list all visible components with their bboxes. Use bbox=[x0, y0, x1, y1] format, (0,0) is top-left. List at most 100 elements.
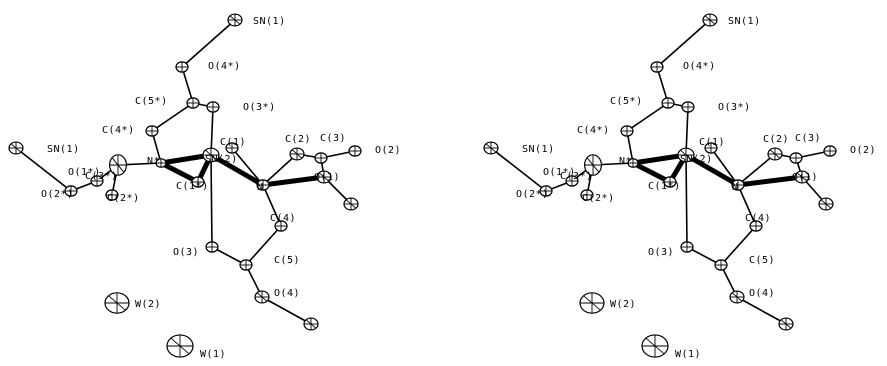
right-atom-o3 bbox=[680, 241, 694, 253]
right-label-c4: C(4) bbox=[745, 213, 771, 224]
right-bond-n-o1 bbox=[737, 174, 803, 188]
right-bond-o3-c5 bbox=[686, 246, 722, 266]
left-atom-o4s bbox=[175, 61, 189, 73]
left-atom-ns bbox=[155, 158, 167, 168]
left-label-c3s: C(3*) bbox=[85, 171, 118, 182]
left-label-ns: N* bbox=[147, 156, 160, 167]
right-atom-c1s bbox=[663, 176, 677, 188]
left-bond-o4s-c5s bbox=[181, 66, 194, 104]
right-atom-sn1_lft bbox=[483, 141, 499, 155]
left-label-o4: O(4) bbox=[274, 288, 300, 299]
right-atom-o3s bbox=[681, 101, 695, 113]
right-bond-ns-c1s bbox=[631, 160, 672, 185]
left-bond-sn2-o3 bbox=[210, 154, 213, 248]
right-label-o2: O(2) bbox=[850, 145, 876, 156]
right-atom-sn2 bbox=[677, 147, 695, 163]
right-bond-o2s-sn1_lft bbox=[490, 147, 547, 192]
left-label-o2: O(2) bbox=[375, 145, 401, 156]
right-atom-c5 bbox=[714, 259, 728, 271]
right-atom-c3s bbox=[583, 154, 602, 176]
right-atom-c4s bbox=[620, 125, 634, 137]
right-atom-c3 bbox=[789, 152, 803, 164]
right-bond-sn1_top-o4s bbox=[656, 19, 711, 68]
right-bond-c5s-c4s bbox=[626, 102, 669, 132]
left-atom-c2 bbox=[289, 147, 305, 161]
right-atom-o2s bbox=[539, 185, 553, 197]
left-bond-o4-sn1_bot bbox=[261, 296, 312, 325]
left-label-o4s: O(4*) bbox=[208, 61, 241, 72]
right-label-c2s: C(2*) bbox=[582, 193, 615, 204]
right-label-sn1_lft: SN(1) bbox=[522, 144, 555, 155]
left-atom-c2s bbox=[105, 189, 119, 201]
left-atom-w1 bbox=[166, 334, 194, 358]
left-bond-sn2-n bbox=[209, 152, 265, 188]
right-label-o3: O(3) bbox=[648, 247, 674, 258]
right-label-o2s: O(2*) bbox=[516, 189, 549, 200]
right-label-n: N bbox=[732, 182, 739, 193]
right-label-o1: O(1) bbox=[792, 172, 818, 183]
right-label-c5s: C(5*) bbox=[610, 96, 643, 107]
left-atom-o3 bbox=[205, 241, 219, 253]
left-bond-o2s-sn1_lft bbox=[15, 147, 72, 192]
left-atom-sn1_rt bbox=[343, 197, 359, 211]
right-atom-c1 bbox=[704, 142, 718, 154]
right-atom-o4s bbox=[650, 61, 664, 73]
left-bond-ns-c1s bbox=[159, 160, 200, 185]
left-atom-c5 bbox=[239, 259, 253, 271]
left-atom-o1 bbox=[316, 170, 332, 184]
left-label-c5s: C(5*) bbox=[135, 96, 168, 107]
right-atom-c2s bbox=[580, 189, 594, 201]
right-bond-sn2-o3 bbox=[685, 154, 688, 248]
left-atom-c5s bbox=[186, 97, 200, 109]
right-bond-n-c1 bbox=[710, 147, 739, 186]
right-label-c2: C(2) bbox=[763, 134, 789, 145]
left-atom-sn1_lft bbox=[8, 141, 24, 155]
left-atom-w2 bbox=[104, 292, 130, 314]
left-atom-n bbox=[256, 179, 270, 191]
left-atom-c3 bbox=[314, 152, 328, 164]
left-label-c1s: C(1*) bbox=[176, 181, 209, 192]
left-label-o3s: O(3*) bbox=[243, 102, 276, 113]
right-bond-n-c2 bbox=[737, 153, 776, 186]
right-label-c3: C(3) bbox=[795, 133, 821, 144]
right-bond-o4s-c5s bbox=[656, 66, 669, 104]
left-label-c3: C(3) bbox=[320, 133, 346, 144]
left-label-o1: O(1) bbox=[314, 172, 340, 183]
right-bond-c4-n bbox=[737, 184, 757, 227]
right-label-w2: W(2) bbox=[610, 299, 636, 310]
left-label-c2: C(2) bbox=[285, 134, 311, 145]
left-label-sn1_top: SN(1) bbox=[253, 16, 286, 27]
left-atom-c4 bbox=[274, 220, 288, 232]
left-atom-o2 bbox=[348, 145, 362, 157]
left-label-c2s: C(2*) bbox=[107, 193, 140, 204]
left-atom-o1s bbox=[90, 175, 104, 187]
left-label-sn1_lft: SN(1) bbox=[47, 144, 80, 155]
right-label-o1s: O(1*) bbox=[543, 167, 576, 178]
right-atom-ns bbox=[627, 158, 639, 168]
right-label-c3s: C(3*) bbox=[560, 171, 593, 182]
right-label-sn2: SN(2) bbox=[680, 154, 713, 165]
right-atom-o1s bbox=[565, 175, 579, 187]
left-atom-c1s bbox=[191, 176, 205, 188]
right-label-sn1_top: SN(1) bbox=[728, 16, 761, 27]
right-label-w1: W(1) bbox=[675, 349, 701, 360]
left-atom-c1 bbox=[225, 142, 239, 154]
right-atom-o1 bbox=[794, 170, 810, 184]
right-label-c1s: C(1*) bbox=[648, 181, 681, 192]
right-atom-sn1_bot bbox=[778, 317, 794, 331]
stereo-view-right: SN(1)O(4*)C(5*)O(3*)C(4*)SN(2)C(1)C(2)C(… bbox=[483, 13, 876, 360]
right-bond-o4-sn1_bot bbox=[736, 296, 787, 325]
right-atom-o4 bbox=[729, 290, 745, 304]
stereo-view-left: SN(1)O(4*)C(5*)O(3*)C(4*)SN(2)C(1)C(2)C(… bbox=[8, 13, 401, 360]
left-atom-c3s bbox=[108, 154, 127, 176]
left-label-sn2: SN(2) bbox=[205, 154, 238, 165]
left-bond-n-o1 bbox=[262, 174, 325, 188]
left-label-o1s: O(1*) bbox=[68, 167, 101, 178]
left-label-w2: W(2) bbox=[135, 299, 161, 310]
left-bond-o3s-sn2 bbox=[210, 106, 214, 156]
left-bond-n-c1 bbox=[231, 147, 264, 186]
left-atom-sn1_top bbox=[227, 13, 243, 27]
left-label-c5: C(5) bbox=[274, 255, 300, 266]
right-atom-sn1_rt bbox=[818, 197, 834, 211]
left-label-c4s: C(4*) bbox=[102, 125, 135, 136]
